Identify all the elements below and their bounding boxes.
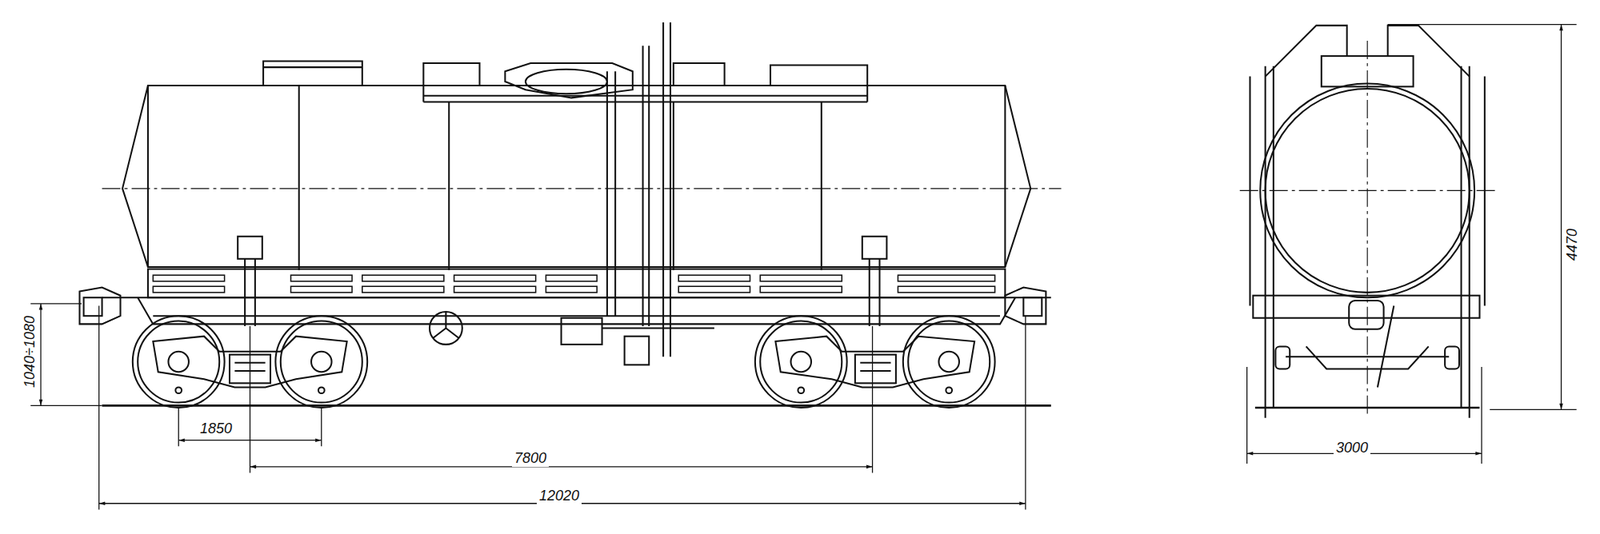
bogie-right (755, 316, 996, 408)
end-view (1240, 25, 1496, 419)
dimension-label: 4470 (1564, 226, 1581, 264)
dimension-label: 1040÷1080 (22, 313, 39, 391)
dimension-label: 12020 (536, 488, 582, 505)
dimension-label: 3000 (1333, 440, 1371, 457)
dimension-label: 1850 (197, 421, 235, 438)
dimension-label: 7800 (512, 451, 549, 468)
tank-body (122, 85, 1031, 268)
